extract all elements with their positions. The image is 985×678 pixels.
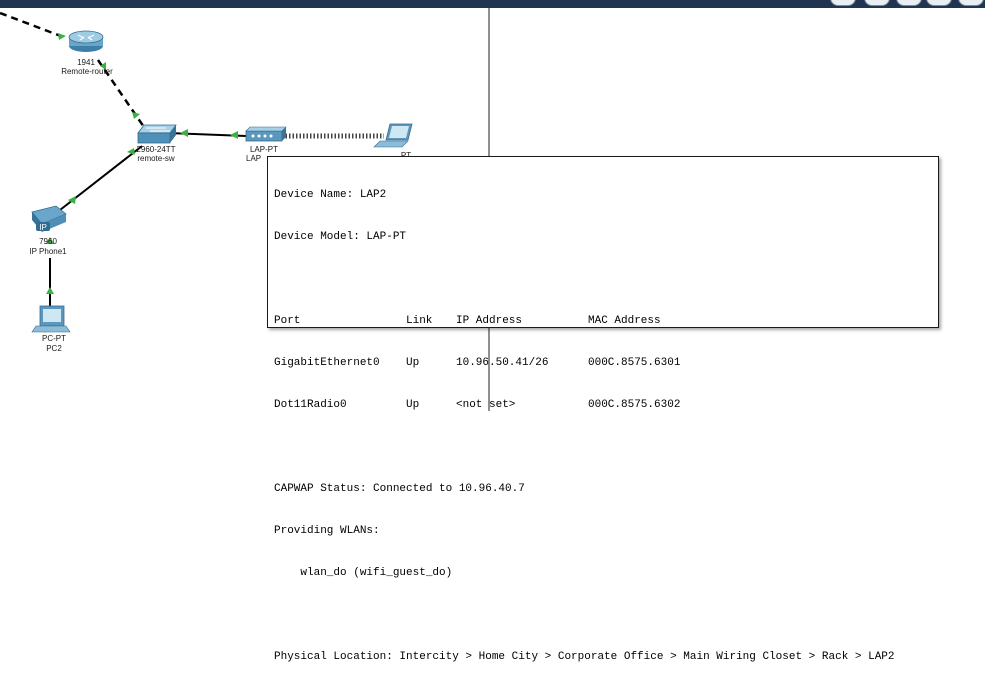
link-cell: Up — [406, 357, 420, 369]
port-cell: Dot11Radio0 — [274, 399, 347, 411]
link-up-triangle-icon — [46, 287, 54, 294]
wlan-entry: wlan_do (wifi_guest_do) — [274, 567, 453, 579]
ip-cell: 10.96.50.41/26 — [456, 357, 549, 369]
link-column-header: Link — [406, 315, 433, 327]
access-point-model-label: LAP-PT — [249, 145, 278, 154]
svg-text:IP: IP — [39, 223, 47, 232]
link-status-indicators — [46, 33, 238, 294]
link-up-triangle-icon — [46, 237, 54, 244]
pc-name-label: PC2 — [46, 344, 62, 353]
switch-name-label: remote-sw — [137, 154, 175, 163]
topology-canvas[interactable]: IP — [0, 0, 985, 411]
laptop-icon[interactable] — [373, 123, 413, 148]
ip-phone-icon[interactable]: IP — [31, 205, 67, 232]
table-row: GigabitEthernet0 Up 10.96.50.41/26 000C.… — [274, 356, 938, 370]
link-cell: Up — [406, 399, 420, 411]
capwap-status-line: CAPWAP Status: Connected to 10.96.40.7 — [274, 483, 525, 495]
link-up-triangle-icon — [132, 112, 140, 119]
ip-phone-name-label: IP Phone1 — [29, 247, 67, 256]
link-up-triangle-icon — [180, 129, 188, 137]
pc-icon[interactable] — [31, 305, 71, 333]
device-model-line: Device Model: LAP-PT — [274, 231, 407, 243]
router-model-label: 1941 — [77, 58, 95, 67]
link-up-triangle-icon — [230, 131, 238, 139]
ip-column-header: IP Address — [456, 315, 523, 327]
port-column-header: Port — [274, 315, 301, 327]
link-router-upstream — [0, 11, 67, 40]
device-name-line: Device Name: LAP2 — [274, 189, 387, 201]
mac-cell: 000C.8575.6301 — [588, 357, 681, 369]
switch-model-label: 2960-24TT — [136, 145, 176, 154]
access-point-name-label: LAP — [246, 154, 262, 163]
mac-cell: 000C.8575.6302 — [588, 399, 681, 411]
link-router-switch — [96, 59, 148, 131]
physical-location-line: Physical Location: Intercity > Home City… — [274, 651, 895, 663]
link-up-triangle-icon — [58, 33, 66, 40]
link-up-triangle-icon — [100, 62, 106, 70]
link-up-triangle-icon — [127, 148, 135, 155]
link-up-triangle-icon — [68, 196, 76, 204]
router-name-label: Remote-router — [61, 67, 113, 76]
device-info-tooltip: Device Name: LAP2 Device Model: LAP-PT P… — [267, 156, 939, 663]
ip-phone-model-label: 7960 — [39, 237, 57, 246]
pc-model-label: PC-PT — [42, 334, 66, 343]
mac-column-header: MAC Address — [588, 315, 661, 327]
ip-cell: <not set> — [456, 399, 516, 411]
wlans-heading: Providing WLANs: — [274, 525, 380, 537]
port-cell: GigabitEthernet0 — [274, 357, 380, 369]
port-table-header: Port Link IP Address MAC Address — [274, 314, 938, 328]
window-title-bar — [0, 0, 985, 8]
switch-icon[interactable] — [137, 124, 177, 144]
laptop-name-label: PT — [398, 151, 414, 160]
access-point-icon[interactable] — [245, 126, 287, 142]
router-icon[interactable] — [68, 30, 104, 52]
table-row: Dot11Radio0 Up <not set> 000C.8575.6302 — [274, 398, 938, 412]
